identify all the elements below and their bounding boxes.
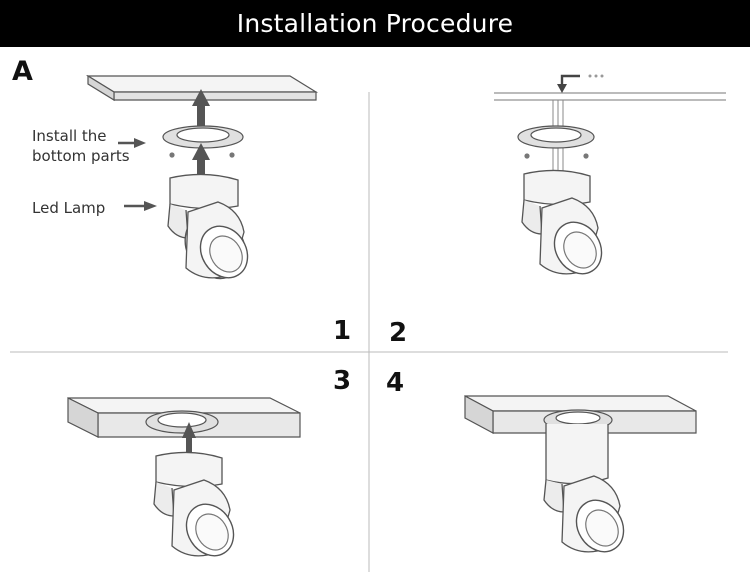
step-number-3: 3 bbox=[333, 366, 352, 396]
install-bottom-parts-label: Install the bottom parts bbox=[32, 126, 130, 166]
up-arrow-icon bbox=[192, 89, 210, 126]
screw-icon bbox=[524, 153, 530, 159]
step-number-2: 2 bbox=[389, 318, 408, 348]
led-lamp-icon bbox=[167, 173, 249, 280]
right-arrow-icon bbox=[118, 138, 146, 148]
led-lamp-icon bbox=[521, 169, 603, 275]
step-3-illustration bbox=[67, 397, 301, 557]
step-number-4: 4 bbox=[386, 368, 405, 398]
ceiling-panel bbox=[464, 395, 697, 412]
led-lamp-icon bbox=[543, 424, 625, 553]
screw-icon bbox=[583, 153, 589, 159]
title-bar: Installation Procedure bbox=[0, 0, 750, 47]
screw-icon bbox=[229, 152, 235, 158]
step-1-illustration bbox=[85, 74, 319, 280]
wire-arrow-icon bbox=[557, 74, 580, 93]
mounting-ring bbox=[162, 125, 244, 149]
led-lamp-icon bbox=[153, 451, 235, 557]
up-arrow-icon bbox=[192, 143, 210, 174]
install-label-line1: Install the bbox=[32, 127, 107, 145]
screw-icon bbox=[169, 152, 175, 158]
step-4-illustration bbox=[464, 394, 697, 553]
ceiling-panel bbox=[85, 75, 319, 93]
up-arrow-icon bbox=[182, 422, 196, 460]
section-letter: A bbox=[12, 56, 33, 87]
right-arrow-icon bbox=[124, 201, 157, 211]
install-label-line2: bottom parts bbox=[32, 147, 130, 165]
led-lamp-label: Led Lamp bbox=[32, 199, 106, 217]
mounting-ring bbox=[517, 125, 595, 149]
step-2-illustration bbox=[494, 74, 726, 275]
step-number-1: 1 bbox=[333, 316, 352, 346]
mounting-ring bbox=[145, 410, 219, 434]
page-title: Installation Procedure bbox=[236, 9, 514, 38]
